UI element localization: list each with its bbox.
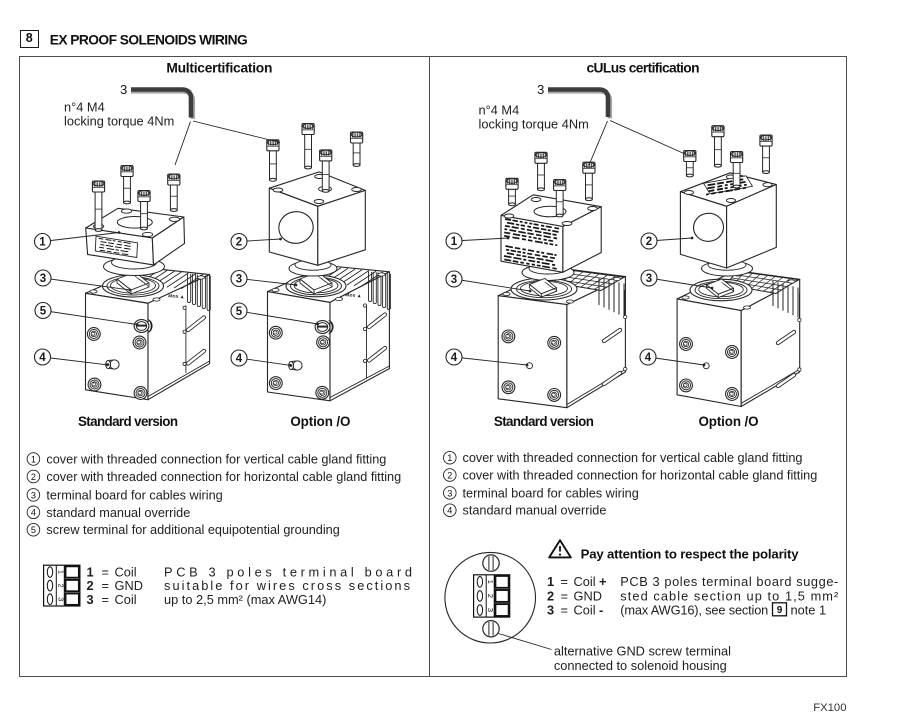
svg-text:sted cable section up to 1,5 m: sted cable section up to 1,5 mm² xyxy=(620,588,839,603)
svg-text:terminal board for cables wiri: terminal board for cables wiring xyxy=(46,488,222,502)
svg-text:+: + xyxy=(599,574,606,589)
svg-text:3: 3 xyxy=(31,490,36,500)
svg-text:note 1: note 1 xyxy=(791,602,827,617)
svg-text:2: 2 xyxy=(31,472,36,482)
svg-text:cover with threaded connection: cover with threaded connection for verti… xyxy=(463,451,803,465)
svg-text:4: 4 xyxy=(39,352,46,364)
svg-text:4: 4 xyxy=(236,353,243,365)
svg-text:(max AWG16), see section: (max AWG16), see section xyxy=(620,602,768,617)
svg-text:3: 3 xyxy=(537,82,544,97)
svg-text:n°4 M4: n°4 M4 xyxy=(479,103,520,118)
svg-text:4: 4 xyxy=(447,506,452,516)
svg-text:3: 3 xyxy=(646,273,652,285)
svg-text:=: = xyxy=(561,602,568,617)
svg-text:cover with threaded connection: cover with threaded connection for horiz… xyxy=(463,469,818,483)
svg-text:5: 5 xyxy=(236,306,243,318)
svg-text:1: 1 xyxy=(87,565,94,580)
svg-text:Coil: Coil xyxy=(574,602,596,617)
svg-text:standard manual override: standard manual override xyxy=(463,504,607,518)
svg-text:GND: GND xyxy=(115,578,143,593)
svg-text:PCB 3 poles terminal board sug: PCB 3 poles terminal board sugge- xyxy=(620,574,838,589)
svg-text:1: 1 xyxy=(39,237,46,249)
svg-text:1: 1 xyxy=(486,580,495,584)
svg-text:Option /O: Option /O xyxy=(290,414,350,429)
svg-text:5: 5 xyxy=(40,306,47,318)
svg-text:EX PROOF SOLENOIDS WIRING: EX PROOF SOLENOIDS WIRING xyxy=(50,32,248,47)
svg-text:4: 4 xyxy=(645,352,652,364)
svg-text:atos ▲: atos ▲ xyxy=(168,293,185,300)
svg-text:Option /O: Option /O xyxy=(699,414,759,429)
svg-text:1: 1 xyxy=(451,236,458,248)
svg-text:Pay attention to respect the p: Pay attention to respect the polarity xyxy=(581,546,800,561)
svg-text:Coil: Coil xyxy=(115,592,137,607)
svg-text:=: = xyxy=(102,592,109,607)
svg-text:3: 3 xyxy=(40,273,46,285)
svg-text:=: = xyxy=(102,565,109,580)
svg-text:3: 3 xyxy=(447,488,452,498)
svg-text:FX100: FX100 xyxy=(813,702,846,714)
svg-text:terminal board for cables wiri: terminal board for cables wiring xyxy=(463,486,639,500)
svg-text:5: 5 xyxy=(31,525,36,535)
svg-text:3: 3 xyxy=(56,597,65,601)
svg-text:3: 3 xyxy=(547,602,554,617)
svg-text:=: = xyxy=(561,588,568,603)
svg-text:locking torque 4Nm: locking torque 4Nm xyxy=(479,117,589,132)
svg-text:screw terminal for additional: screw terminal for additional equipotent… xyxy=(46,523,339,537)
svg-text:3: 3 xyxy=(120,82,127,97)
svg-text:3: 3 xyxy=(486,608,495,612)
svg-text:n°4 M4: n°4 M4 xyxy=(64,100,105,115)
svg-text:2: 2 xyxy=(447,470,452,480)
svg-text:2: 2 xyxy=(56,584,65,588)
svg-text:cover with threaded connection: cover with threaded connection for verti… xyxy=(46,453,386,467)
svg-text:Coil: Coil xyxy=(574,574,596,589)
svg-text:4: 4 xyxy=(451,352,458,364)
svg-text:cULus certification: cULus certification xyxy=(587,60,700,75)
svg-text:2: 2 xyxy=(87,578,94,593)
svg-text:atos ▲: atos ▲ xyxy=(345,292,362,299)
svg-text:cover with threaded connection: cover with threaded connection for horiz… xyxy=(46,470,401,484)
svg-text:3: 3 xyxy=(236,274,242,286)
svg-text:2: 2 xyxy=(646,236,652,248)
svg-text:connected to solenoid housing: connected to solenoid housing xyxy=(554,658,727,673)
svg-text:up to 2,5 mm² (max AWG14): up to 2,5 mm² (max AWG14) xyxy=(164,592,326,607)
svg-text:1: 1 xyxy=(56,570,65,574)
svg-text:1: 1 xyxy=(547,574,554,589)
svg-text:2: 2 xyxy=(236,237,242,249)
svg-text:1: 1 xyxy=(447,453,452,463)
svg-text:=: = xyxy=(102,578,109,593)
svg-text:-: - xyxy=(599,602,603,617)
svg-text:3: 3 xyxy=(451,274,457,286)
svg-text:GND: GND xyxy=(574,588,602,603)
svg-text:standard manual override: standard manual override xyxy=(46,506,190,520)
svg-text:locking torque 4Nm: locking torque 4Nm xyxy=(64,114,174,129)
svg-text:Standard version: Standard version xyxy=(78,414,178,429)
svg-text:Standard version: Standard version xyxy=(494,414,594,429)
svg-text:Multicertification: Multicertification xyxy=(166,60,272,75)
svg-text:alternative GND screw terminal: alternative GND screw terminal xyxy=(554,643,731,658)
svg-text:2: 2 xyxy=(547,588,554,603)
svg-text:9: 9 xyxy=(777,605,783,616)
svg-text:3: 3 xyxy=(87,592,94,607)
svg-text:2: 2 xyxy=(486,594,495,598)
svg-text:=: = xyxy=(561,574,568,589)
svg-text:Coil: Coil xyxy=(115,565,137,580)
svg-text:1: 1 xyxy=(31,454,36,464)
svg-text:4: 4 xyxy=(31,508,36,518)
